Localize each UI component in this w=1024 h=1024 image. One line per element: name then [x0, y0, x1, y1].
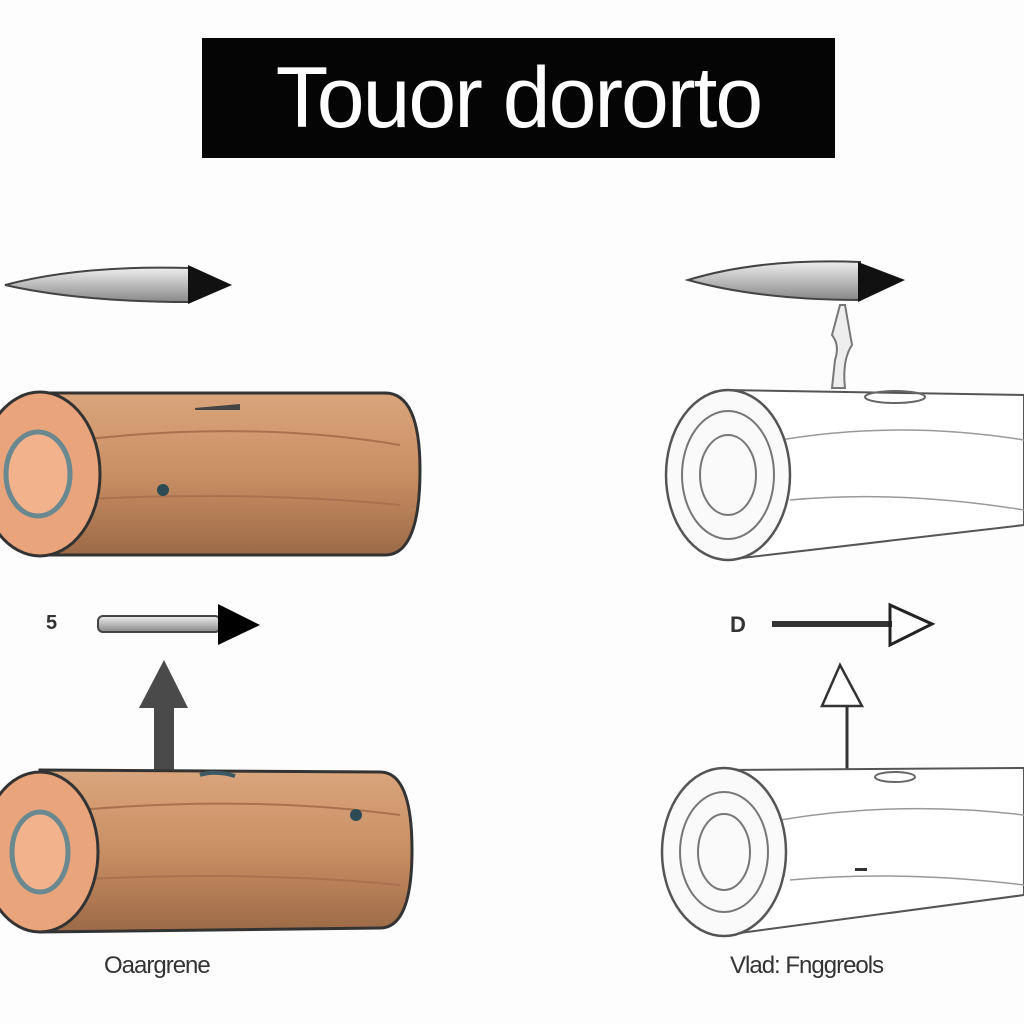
wood-log-sketch-bottom-right	[660, 766, 1024, 938]
caption-left: Oaargrene	[104, 952, 211, 979]
caption-right: Vlad: Fnggreols	[730, 952, 884, 979]
arrow-up-right	[820, 662, 865, 778]
arrow-right-right	[772, 602, 936, 648]
marker-label-right: D	[730, 612, 746, 637]
arrow-up-left	[139, 660, 188, 776]
marker-label-left: 5	[46, 612, 57, 634]
pencil-icon-top-left	[4, 265, 232, 304]
title-text: Touor dororto	[275, 49, 764, 146]
wood-log-bottom-left	[0, 768, 414, 934]
wood-log-sketch-top-right	[664, 388, 1024, 562]
arrow-right-left	[97, 604, 260, 645]
wood-log-top-left	[0, 390, 422, 558]
title-banner: Touor dororto	[202, 38, 835, 158]
pencil-icon-top-right	[684, 260, 905, 389]
